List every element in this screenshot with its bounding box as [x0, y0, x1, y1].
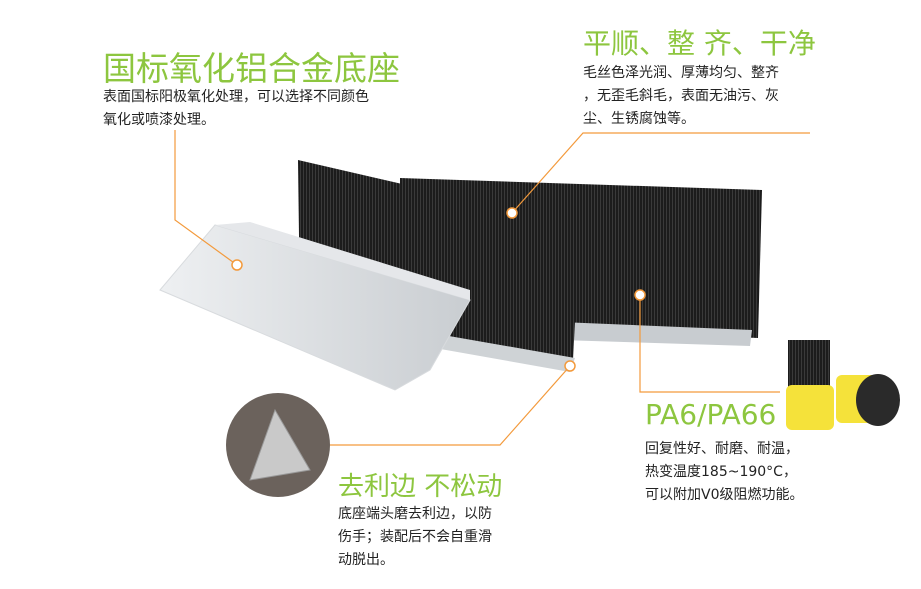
pa66-bristle-bundle [788, 340, 830, 388]
pa66-yellow-cap [786, 385, 834, 430]
callout-lines [174, 130, 810, 446]
feature-title-material: PA6/PA66 [645, 398, 777, 431]
desc-line: 伤手；装配后不会自重滑 [338, 529, 492, 545]
desc-line: 热变温度185~190°C， [645, 464, 797, 480]
callout-dot [231, 259, 243, 271]
feature-title-edge: 去利边 不松动 [338, 472, 503, 502]
callout-dot [564, 360, 576, 372]
feature-title-base: 国标氧化铝合金底座 [103, 49, 400, 88]
callout-dot [506, 207, 518, 219]
desc-line: 尘、生锈腐蚀等。 [583, 111, 695, 127]
feature-desc-base: 表面国标阳极氧化处理，可以选择不同颜色 氧化或喷漆处理。 [103, 86, 369, 132]
feature-title-bristle: 平顺、整 齐、干净 [583, 27, 816, 60]
desc-line: 氧化或喷漆处理。 [103, 112, 215, 128]
desc-line: 动脱出。 [338, 552, 394, 568]
desc-line: 底座端头磨去利边，以防 [338, 506, 492, 522]
feature-desc-edge: 底座端头磨去利边，以防 伤手；装配后不会自重滑 动脱出。 [338, 503, 492, 572]
aluminum-base-back [560, 322, 752, 346]
desc-line: 回复性好、耐磨、耐温， [645, 441, 799, 457]
feature-desc-material: 回复性好、耐磨、耐温， 热变温度185~190°C， 可以附加V0级阻燃功能。 [645, 438, 803, 507]
feature-desc-bristle: 毛丝色泽光润、厚薄均匀、整齐 ，无歪毛斜毛，表面无油污、灰 尘、生锈腐蚀等。 [583, 62, 779, 131]
callout-dot [634, 289, 646, 301]
desc-line: 可以附加V0级阻燃功能。 [645, 487, 804, 503]
desc-line: ，无歪毛斜毛，表面无油污、灰 [583, 88, 779, 104]
desc-line: 表面国标阳极氧化处理，可以选择不同颜色 [103, 89, 369, 105]
desc-line: 毛丝色泽光润、厚薄均匀、整齐 [583, 65, 779, 81]
